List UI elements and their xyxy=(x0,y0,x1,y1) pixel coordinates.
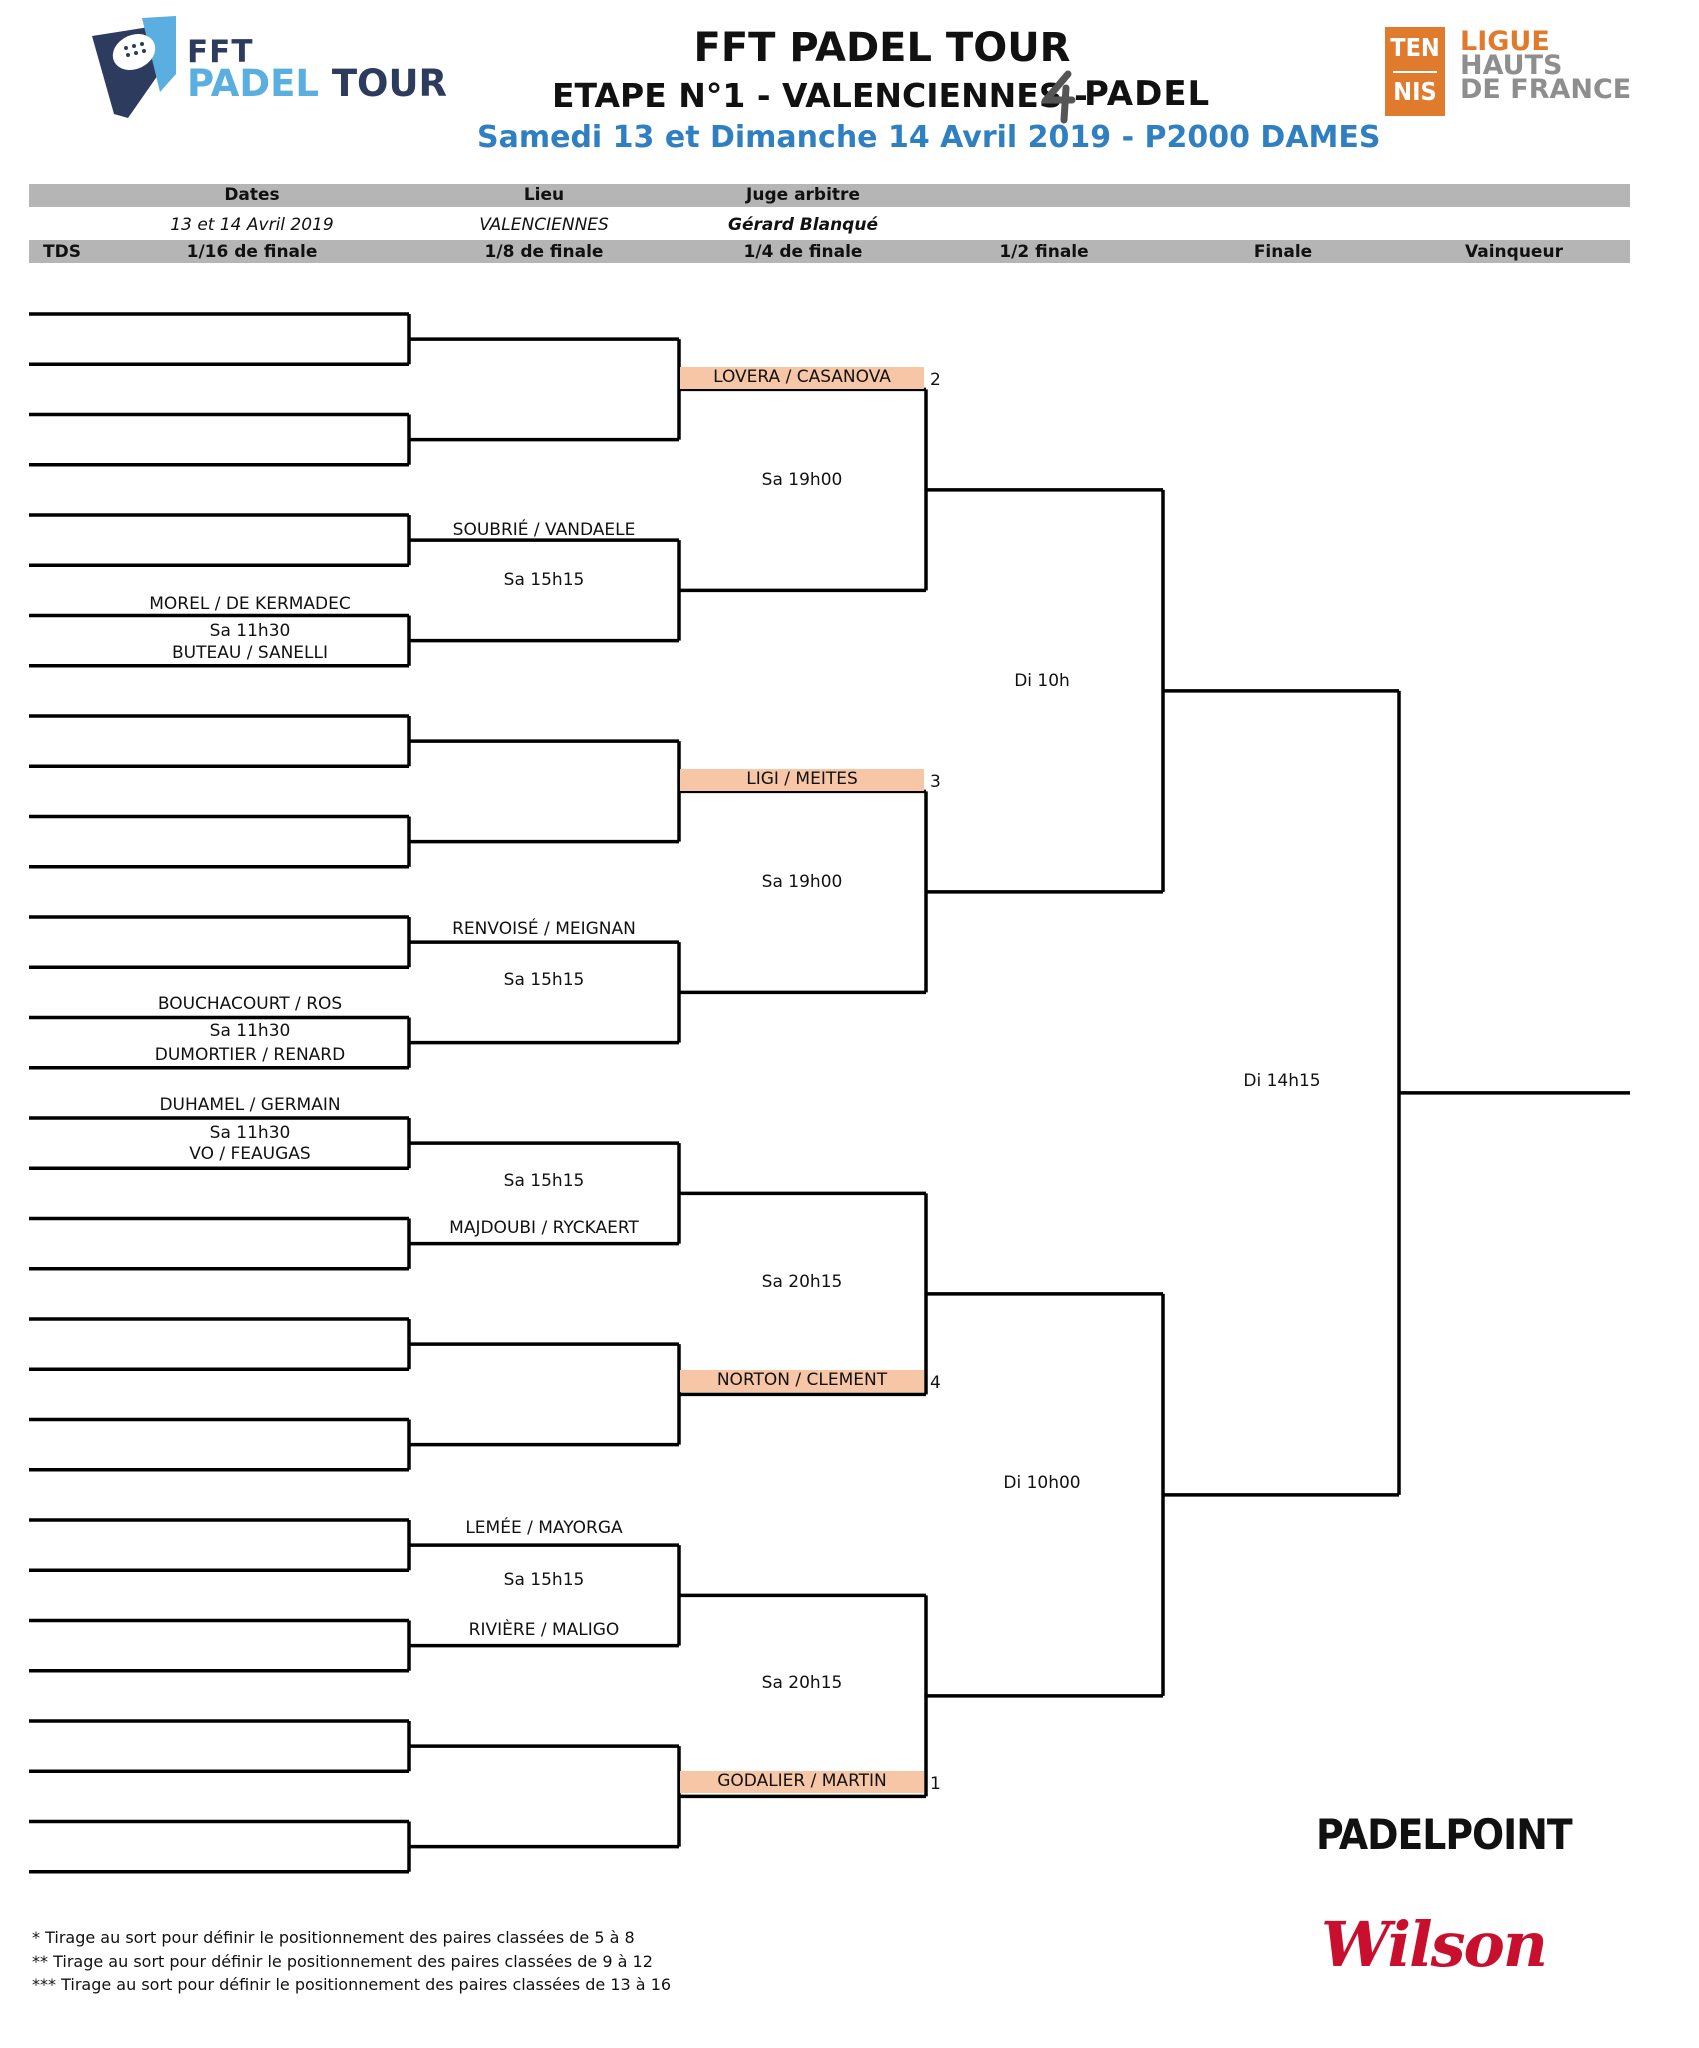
seeded-team-slot: GODALIER / MARTIN xyxy=(680,1771,924,1793)
tennis-logo-icon: TEN NIS xyxy=(1385,27,1445,116)
info-header-bar xyxy=(29,184,1630,207)
round-8-label: 1/8 de finale xyxy=(484,242,604,262)
tennis-logo-divider xyxy=(1393,71,1437,73)
rounds-header-bar xyxy=(29,240,1630,263)
r8-match2-time: Sa 15h15 xyxy=(503,570,585,590)
tds-label: TDS xyxy=(43,242,81,262)
r8-match5-bottom: MAJDOUBI / RYCKAERT xyxy=(449,1218,639,1238)
seed-number: 2 xyxy=(930,370,941,390)
r4-match1-time: Sa 19h00 xyxy=(761,470,843,490)
r16-match2-bottom: DUMORTIER / RENARD xyxy=(154,1045,346,1065)
r16-match1-bottom: BUTEAU / SANELLI xyxy=(172,643,328,663)
padel-tour-logo-text: PADEL TOUR xyxy=(187,62,447,105)
4padel-word: PADEL xyxy=(1084,74,1211,114)
wilson-logo: Wilson xyxy=(1321,1908,1548,1981)
r8-match7-bottom: RIVIÈRE / MALIGO xyxy=(468,1620,620,1640)
seeded-team-slot: LOVERA / CASANOVA xyxy=(680,367,924,389)
r16-match3-top: DUHAMEL / GERMAIN xyxy=(159,1095,341,1115)
tennis-logo-top: TEN xyxy=(1390,33,1440,62)
final-time: Di 14h15 xyxy=(1243,1071,1321,1091)
stage-title: ETAPE N°1 - VALENCIENNES - xyxy=(552,76,1088,115)
r16-match3-bottom: VO / FEAUGAS xyxy=(189,1144,311,1164)
r16-match3-time: Sa 11h30 xyxy=(209,1123,291,1143)
ligue-line1: LIGUE xyxy=(1460,26,1550,57)
page-title: FFT PADEL TOUR xyxy=(693,25,1071,71)
ligue-line3: DE FRANCE xyxy=(1460,74,1632,105)
r16-match1-top: MOREL / DE KERMADEC xyxy=(149,594,351,614)
padelpoint-logo: PADELPOINT xyxy=(1316,1810,1573,1859)
seed-number: 4 xyxy=(930,1373,941,1393)
r8-match4-top: RENVOISÉ / MEIGNAN xyxy=(452,919,636,939)
fft-padel-tour-logo-icon xyxy=(92,16,176,118)
juge-value: Gérard Blanqué xyxy=(728,215,878,235)
footnote-3: *** Tirage au sort pour définir le posit… xyxy=(32,1975,672,1994)
seed-number: 1 xyxy=(930,1774,941,1794)
semi-label: 1/2 finale xyxy=(999,242,1089,262)
r4-match4-time: Sa 20h15 xyxy=(761,1673,843,1693)
round-16-label: 1/16 de finale xyxy=(186,242,318,262)
fft-logo-text: FFT xyxy=(187,34,254,70)
semi1-time: Di 10h xyxy=(1014,671,1070,691)
seeded-team-slot: LIGI / MEITES xyxy=(680,769,924,791)
r16-match1-time: Sa 11h30 xyxy=(209,621,291,641)
ligue-line2: HAUTS xyxy=(1460,50,1563,81)
lieu-label: Lieu xyxy=(523,185,565,205)
r4-match3-time: Sa 20h15 xyxy=(761,1272,843,1292)
r8-match2-top: SOUBRIÉ / VANDAELE xyxy=(452,520,636,540)
r4-match2-time: Sa 19h00 xyxy=(761,872,843,892)
tennis-logo-bottom: NIS xyxy=(1393,77,1437,106)
final-label: Finale xyxy=(1253,242,1313,262)
r16-match2-time: Sa 11h30 xyxy=(209,1021,291,1041)
juge-label: Juge arbitre xyxy=(746,185,860,205)
r8-match4-time: Sa 15h15 xyxy=(503,970,585,990)
event-date-line: Samedi 13 et Dimanche 14 Avril 2019 - P2… xyxy=(477,120,1381,155)
padel-word: PADEL xyxy=(187,62,319,105)
lieu-value: VALENCIENNES xyxy=(479,215,609,235)
r8-match7-time: Sa 15h15 xyxy=(503,1570,585,1590)
round-4-label: 1/4 de finale xyxy=(743,242,863,262)
tour-word: TOUR xyxy=(331,62,448,105)
dates-label: Dates xyxy=(224,185,280,205)
4padel-logo: PADEL xyxy=(1042,70,1232,124)
seed-number: 3 xyxy=(930,772,941,792)
footnote-2: ** Tirage au sort pour définir le positi… xyxy=(32,1952,653,1971)
semi2-time: Di 10h00 xyxy=(1003,1473,1081,1493)
r8-match5-time: Sa 15h15 xyxy=(503,1171,585,1191)
4padel-mark-icon xyxy=(1042,70,1076,124)
r16-match2-top: BOUCHACOURT / ROS xyxy=(157,994,343,1014)
ligue-name: LIGUE HAUTS DE FRANCE xyxy=(1460,26,1632,105)
winner-label: Vainqueur xyxy=(1465,242,1563,262)
seeded-team-slot: NORTON / CLEMENT xyxy=(680,1370,924,1392)
r8-match7-top: LEMÉE / MAYORGA xyxy=(465,1518,623,1538)
dates-value: 13 et 14 Avril 2019 xyxy=(170,215,334,235)
footnote-1: * Tirage au sort pour définir le positio… xyxy=(32,1928,635,1947)
